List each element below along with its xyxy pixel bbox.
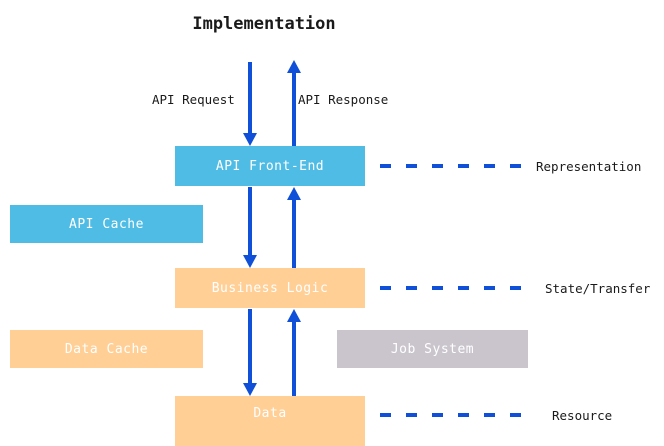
node-label: Job System [390, 341, 475, 357]
arrow-shaft [248, 309, 252, 383]
node-label: Business Logic [211, 280, 329, 296]
arrow-shaft [248, 187, 252, 255]
flow-label-api-response: API Response [298, 92, 389, 107]
dashed-connector-resource [380, 413, 521, 417]
page-title: Implementation [192, 14, 336, 34]
dashed-connector-state-transfer [380, 286, 521, 290]
node-label: Data Cache [64, 341, 149, 357]
dashed-connector-representation [380, 164, 521, 168]
side-label-representation: Representation [536, 159, 642, 174]
arrow-head-down-icon [243, 255, 257, 268]
node-business-logic[interactable]: Business Logic [175, 268, 365, 308]
arrow-head-up-icon [287, 309, 301, 322]
node-job-system[interactable]: Job System [337, 330, 528, 368]
node-label: API Cache [69, 216, 144, 232]
node-data[interactable]: Data [175, 396, 365, 446]
flow-label-api-request: API Request [152, 92, 235, 107]
arrow-shaft [292, 200, 296, 268]
arrow-head-down-icon [243, 133, 257, 146]
node-api-cache[interactable]: API Cache [10, 205, 203, 243]
arrow-shaft [248, 62, 252, 133]
node-api-front-end[interactable]: API Front-End [175, 146, 365, 186]
arrow-head-up-icon [287, 187, 301, 200]
arrow-shaft [292, 73, 296, 146]
node-label: API Front-End [215, 158, 325, 174]
arrow-shaft [292, 322, 296, 396]
arrow-head-down-icon [243, 383, 257, 396]
node-data-cache[interactable]: Data Cache [10, 330, 203, 368]
node-label: Data [253, 406, 287, 421]
side-label-resource: Resource [552, 408, 613, 423]
arrow-head-up-icon [287, 60, 301, 73]
side-label-state-transfer: State/Transfer [545, 281, 651, 296]
